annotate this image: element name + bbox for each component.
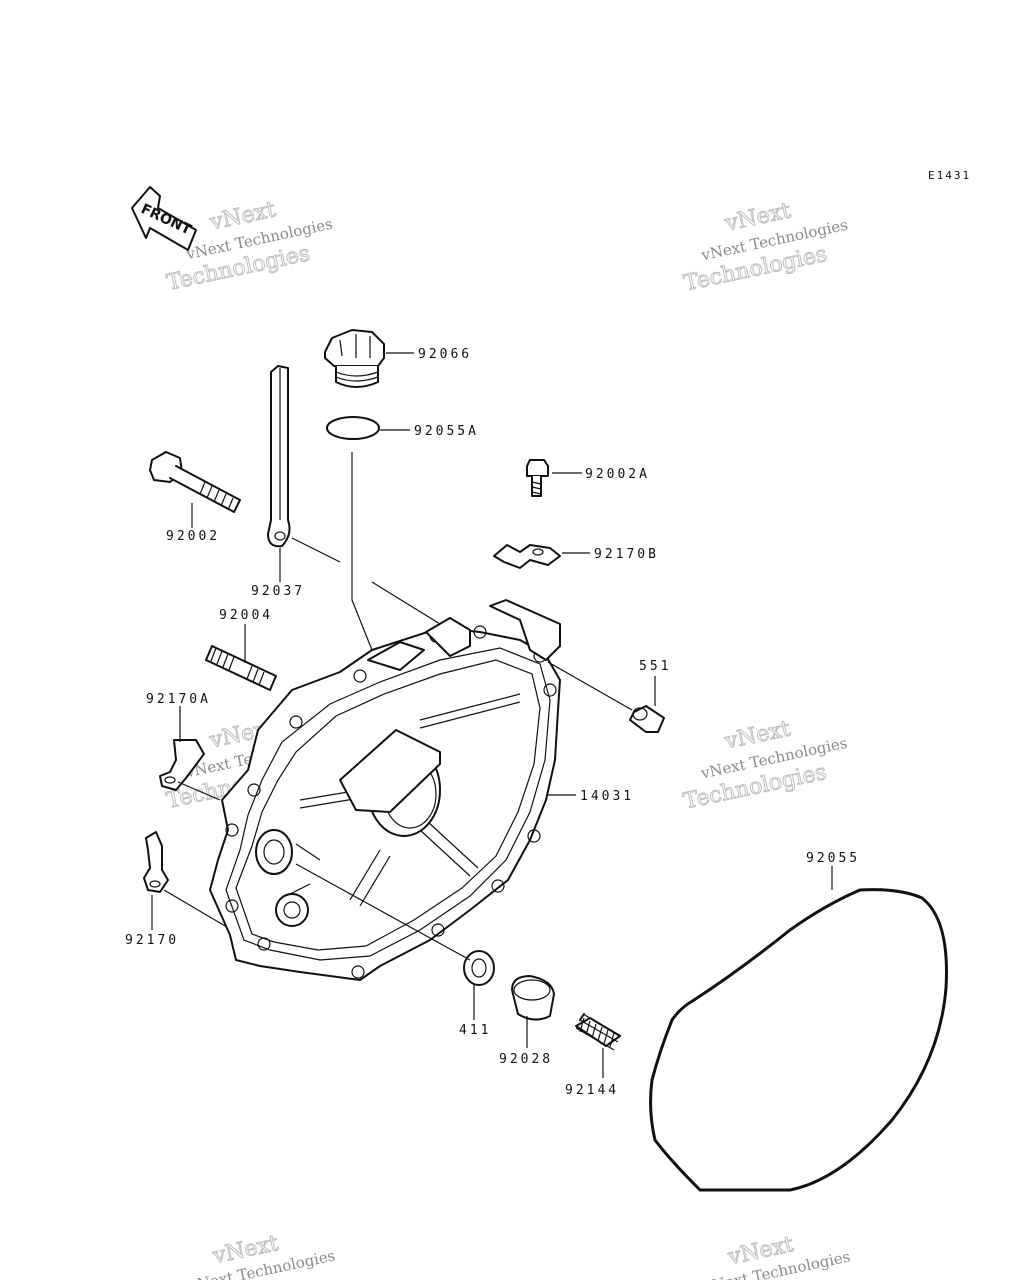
oil-filler-plug	[324, 329, 414, 388]
diagram-code: E1431	[928, 169, 971, 182]
clamp-a	[159, 706, 221, 801]
small-bolt	[526, 459, 582, 497]
label-411: 411	[459, 1023, 491, 1038]
label-92037: 92037	[251, 584, 305, 599]
label-92055A: 92055A	[414, 424, 479, 439]
watermark-bottom-left: vNext vNext Technologies	[186, 1231, 336, 1280]
spring	[575, 1013, 622, 1078]
label-92004: 92004	[219, 608, 273, 623]
label-92170B: 92170B	[594, 547, 659, 562]
stud-bolt	[205, 624, 277, 691]
clamp-b	[493, 544, 590, 569]
label-92055: 92055	[806, 851, 860, 866]
label-92066: 92066	[418, 347, 472, 362]
front-arrow-icon: FRONT	[131, 186, 197, 251]
o-ring-small	[326, 416, 410, 651]
clamp	[143, 831, 233, 931]
leader-line	[547, 661, 633, 711]
label-92170A: 92170A	[146, 692, 211, 707]
long-bolt	[149, 451, 241, 528]
label-92002A: 92002A	[585, 467, 650, 482]
label-551: 551	[639, 659, 671, 674]
bushing	[511, 975, 555, 1048]
leader-line	[371, 581, 441, 625]
washer	[463, 950, 495, 1020]
label-14031: 14031	[580, 789, 634, 804]
leader-line	[295, 863, 471, 961]
label-92144: 92144	[565, 1083, 619, 1098]
dowel-pin	[629, 676, 665, 733]
label-92028: 92028	[499, 1052, 553, 1067]
gasket	[649, 866, 948, 1192]
watermark-bottom-right: vNext vNext Technologies	[701, 1232, 851, 1280]
watermark-mid-right: vNext vNext Technologies Technologies	[681, 716, 849, 815]
label-92170: 92170	[125, 933, 179, 948]
clutch-cover	[209, 599, 576, 981]
label-92002: 92002	[166, 529, 220, 544]
watermark-top-right: vNext vNext Technologies Technologies	[681, 198, 849, 297]
guide-strip	[267, 365, 341, 582]
